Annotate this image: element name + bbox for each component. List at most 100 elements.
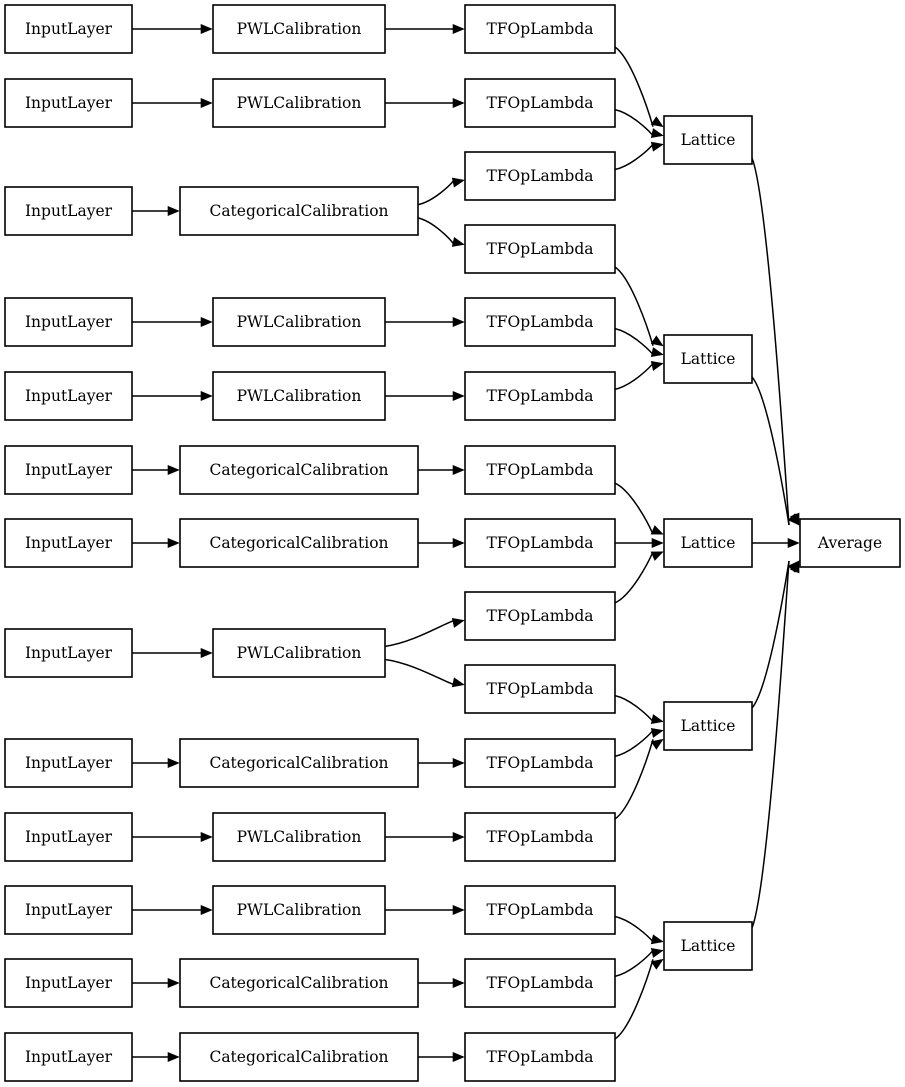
calibration-node[interactable]: PWLCalibration [212, 297, 386, 347]
calibration-node-box[interactable] [212, 885, 386, 935]
tfop-lambda-node-box[interactable] [464, 297, 616, 347]
calibration-node[interactable]: CategoricalCalibration [179, 958, 419, 1008]
calibration-node-box[interactable] [179, 1032, 419, 1082]
input-layer-node-box[interactable] [4, 4, 133, 54]
arrow-head-icon [452, 537, 465, 549]
tfop-lambda-node[interactable]: TFOpLambda [464, 78, 616, 128]
input-layer-node-box[interactable] [4, 738, 133, 788]
tfop-lambda-node[interactable]: TFOpLambda [464, 4, 616, 54]
input-layer-node[interactable]: InputLayer [4, 445, 133, 495]
input-layer-node-box[interactable] [4, 297, 133, 347]
tfop-lambda-node-box[interactable] [464, 812, 616, 862]
tfop-lambda-node-box[interactable] [464, 518, 616, 568]
edge-cal9-to-lam11 [418, 757, 465, 769]
edge-line [614, 694, 654, 723]
calibration-node[interactable]: PWLCalibration [212, 885, 386, 935]
calibration-node[interactable]: PWLCalibration [212, 4, 386, 54]
tfop-lambda-node-box[interactable] [464, 371, 616, 421]
input-layer-node[interactable]: InputLayer [4, 518, 133, 568]
input-layer-node-box[interactable] [4, 371, 133, 421]
input-layer-node-box[interactable] [4, 958, 133, 1008]
lattice-node-box[interactable] [663, 518, 753, 568]
tfop-lambda-node[interactable]: TFOpLambda [464, 518, 616, 568]
tfop-lambda-node-box[interactable] [464, 4, 616, 54]
tfop-lambda-node[interactable]: TFOpLambda [464, 151, 616, 201]
tfop-lambda-node[interactable]: TFOpLambda [464, 812, 616, 862]
input-layer-node[interactable]: InputLayer [4, 371, 133, 421]
calibration-node[interactable]: PWLCalibration [212, 371, 386, 421]
average-node-box[interactable] [799, 518, 901, 568]
tfop-lambda-node-box[interactable] [464, 224, 616, 274]
tfop-lambda-node[interactable]: TFOpLambda [464, 738, 616, 788]
input-layer-node[interactable]: InputLayer [4, 297, 133, 347]
tfop-lambda-node-box[interactable] [464, 591, 616, 641]
lattice-node[interactable]: Lattice [663, 518, 753, 568]
calibration-node-box[interactable] [212, 371, 386, 421]
calibration-node-box[interactable] [212, 628, 386, 678]
lattice-node-box[interactable] [663, 334, 753, 384]
average-node[interactable]: Average [799, 518, 901, 568]
tfop-lambda-node[interactable]: TFOpLambda [464, 591, 616, 641]
input-layer-node[interactable]: InputLayer [4, 4, 133, 54]
tfop-lambda-node-box[interactable] [464, 885, 616, 935]
arrow-head-icon [650, 934, 664, 945]
calibration-node[interactable]: CategoricalCalibration [179, 738, 419, 788]
lattice-node[interactable]: Lattice [663, 334, 753, 384]
calibration-node[interactable]: CategoricalCalibration [179, 518, 419, 568]
input-layer-node-box[interactable] [4, 445, 133, 495]
input-layer-node-box[interactable] [4, 885, 133, 935]
lattice-node-box[interactable] [663, 921, 753, 971]
calibration-node[interactable]: CategoricalCalibration [179, 445, 419, 495]
calibration-node[interactable]: PWLCalibration [212, 78, 386, 128]
input-layer-node-box[interactable] [4, 628, 133, 678]
input-layer-node-box[interactable] [4, 78, 133, 128]
calibration-node[interactable]: PWLCalibration [212, 628, 386, 678]
tfop-lambda-node-box[interactable] [464, 1032, 616, 1082]
calibration-node[interactable]: PWLCalibration [212, 812, 386, 862]
tfop-lambda-node-box[interactable] [464, 445, 616, 495]
lattice-node-box[interactable] [663, 701, 753, 751]
input-layer-node[interactable]: InputLayer [4, 738, 133, 788]
tfop-lambda-node-box[interactable] [464, 151, 616, 201]
calibration-node[interactable]: CategoricalCalibration [179, 1032, 419, 1082]
lattice-node[interactable]: Lattice [663, 115, 753, 165]
input-layer-node[interactable]: InputLayer [4, 628, 133, 678]
input-layer-node[interactable]: InputLayer [4, 1032, 133, 1082]
tfop-lambda-node[interactable]: TFOpLambda [464, 297, 616, 347]
tfop-lambda-node-box[interactable] [464, 738, 616, 788]
arrow-head-icon [200, 831, 213, 843]
input-layer-node[interactable]: InputLayer [4, 812, 133, 862]
input-layer-node[interactable]: InputLayer [4, 885, 133, 935]
edge-line [384, 658, 455, 686]
tfop-lambda-node[interactable]: TFOpLambda [464, 224, 616, 274]
tfop-lambda-node-box[interactable] [464, 958, 616, 1008]
calibration-node-box[interactable] [212, 297, 386, 347]
tfop-lambda-node[interactable]: TFOpLambda [464, 664, 616, 714]
input-layer-node-box[interactable] [4, 518, 133, 568]
calibration-node-box[interactable] [212, 78, 386, 128]
input-layer-node[interactable]: InputLayer [4, 78, 133, 128]
lattice-node[interactable]: Lattice [663, 701, 753, 751]
input-layer-node[interactable]: InputLayer [4, 186, 133, 236]
tfop-lambda-node[interactable]: TFOpLambda [464, 885, 616, 935]
input-layer-node-box[interactable] [4, 186, 133, 236]
input-layer-node-box[interactable] [4, 1032, 133, 1082]
calibration-node-box[interactable] [179, 445, 419, 495]
tfop-lambda-node[interactable]: TFOpLambda [464, 371, 616, 421]
input-layer-node-box[interactable] [4, 812, 133, 862]
calibration-node-box[interactable] [212, 4, 386, 54]
input-layer-node[interactable]: InputLayer [4, 958, 133, 1008]
calibration-node-box[interactable] [179, 186, 419, 236]
lattice-node-box[interactable] [663, 115, 753, 165]
calibration-node-box[interactable] [179, 518, 419, 568]
calibration-node-box[interactable] [179, 958, 419, 1008]
tfop-lambda-node[interactable]: TFOpLambda [464, 958, 616, 1008]
tfop-lambda-node-box[interactable] [464, 664, 616, 714]
tfop-lambda-node-box[interactable] [464, 78, 616, 128]
calibration-node-box[interactable] [179, 738, 419, 788]
tfop-lambda-node[interactable]: TFOpLambda [464, 1032, 616, 1082]
lattice-node[interactable]: Lattice [663, 921, 753, 971]
calibration-node-box[interactable] [212, 812, 386, 862]
tfop-lambda-node[interactable]: TFOpLambda [464, 445, 616, 495]
calibration-node[interactable]: CategoricalCalibration [179, 186, 419, 236]
